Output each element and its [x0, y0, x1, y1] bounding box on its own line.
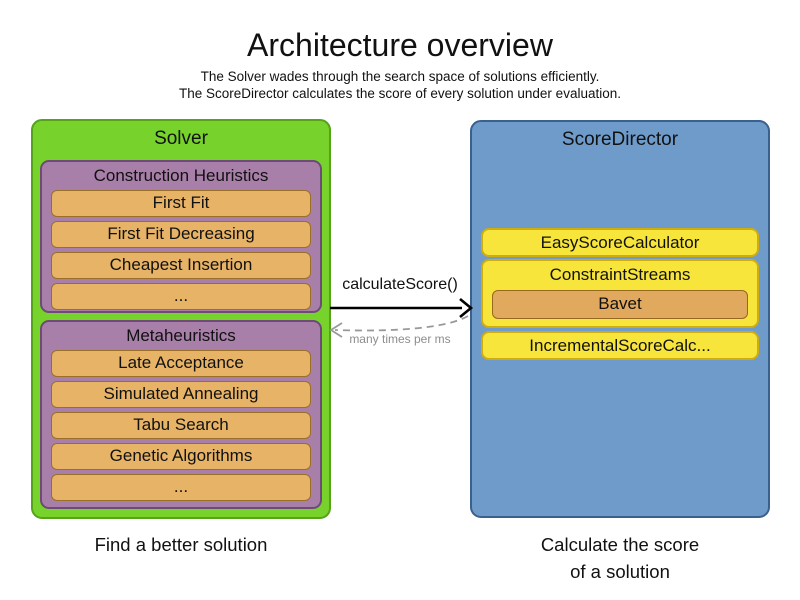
solver-caption: Find a better solution [94, 534, 268, 555]
calculate-score-arrow [330, 297, 474, 319]
arrows-graphic [329, 297, 474, 338]
score-director-title: ScoreDirector [561, 129, 679, 150]
algorithm-item-first-fit: First Fit [51, 190, 311, 217]
score-director-caption-line-1: Calculate the score [540, 534, 700, 555]
metaheuristics-group: Metaheuristics Late Acceptance Simulated… [40, 320, 322, 509]
algorithm-item-late-acceptance: Late Acceptance [51, 350, 311, 377]
score-director-caption-line-2: of a solution [570, 561, 670, 582]
constraint-streams-box: ConstraintStreams Bavet [481, 259, 759, 328]
incremental-score-calculator-box: IncrementalScoreCalc... [481, 331, 759, 360]
constraint-streams-title: ConstraintStreams [549, 265, 691, 284]
construction-heuristics-items: First Fit First Fit Decreasing Cheapest … [51, 190, 311, 310]
subtitle: The Solver wades through the search spac… [0, 68, 800, 102]
score-director-box: ScoreDirector EasyScoreCalculator Constr… [470, 120, 770, 518]
algorithm-item-ch-more: ... [51, 283, 311, 310]
algorithm-item-mh-more: ... [51, 474, 311, 501]
many-times-per-ms-label: many times per ms [349, 332, 451, 346]
construction-heuristics-group: Construction Heuristics First Fit First … [40, 160, 322, 313]
solver-title: Solver [154, 128, 208, 149]
solver-box: Solver Construction Heuristics First Fit… [31, 119, 331, 519]
algorithm-item-tabu-search: Tabu Search [51, 412, 311, 439]
algorithm-item-cheapest-insertion: Cheapest Insertion [51, 252, 311, 279]
algorithm-item-first-fit-decreasing: First Fit Decreasing [51, 221, 311, 248]
metaheuristics-title: Metaheuristics [126, 326, 236, 345]
calculate-score-label: calculateScore() [342, 276, 458, 293]
algorithm-item-genetic-algorithms: Genetic Algorithms [51, 443, 311, 470]
subtitle-line-1: The Solver wades through the search spac… [200, 69, 600, 84]
score-director-caption: Calculate the score of a solution [470, 531, 770, 585]
page-title: Architecture overview [247, 27, 553, 63]
return-arrow [329, 315, 469, 338]
bavet-box: Bavet [492, 290, 748, 319]
subtitle-line-2: The ScoreDirector calculates the score o… [179, 86, 621, 101]
metaheuristics-items: Late Acceptance Simulated Annealing Tabu… [51, 350, 311, 501]
construction-heuristics-title: Construction Heuristics [93, 166, 269, 185]
easy-score-calculator-box: EasyScoreCalculator [481, 228, 759, 257]
algorithm-item-simulated-annealing: Simulated Annealing [51, 381, 311, 408]
